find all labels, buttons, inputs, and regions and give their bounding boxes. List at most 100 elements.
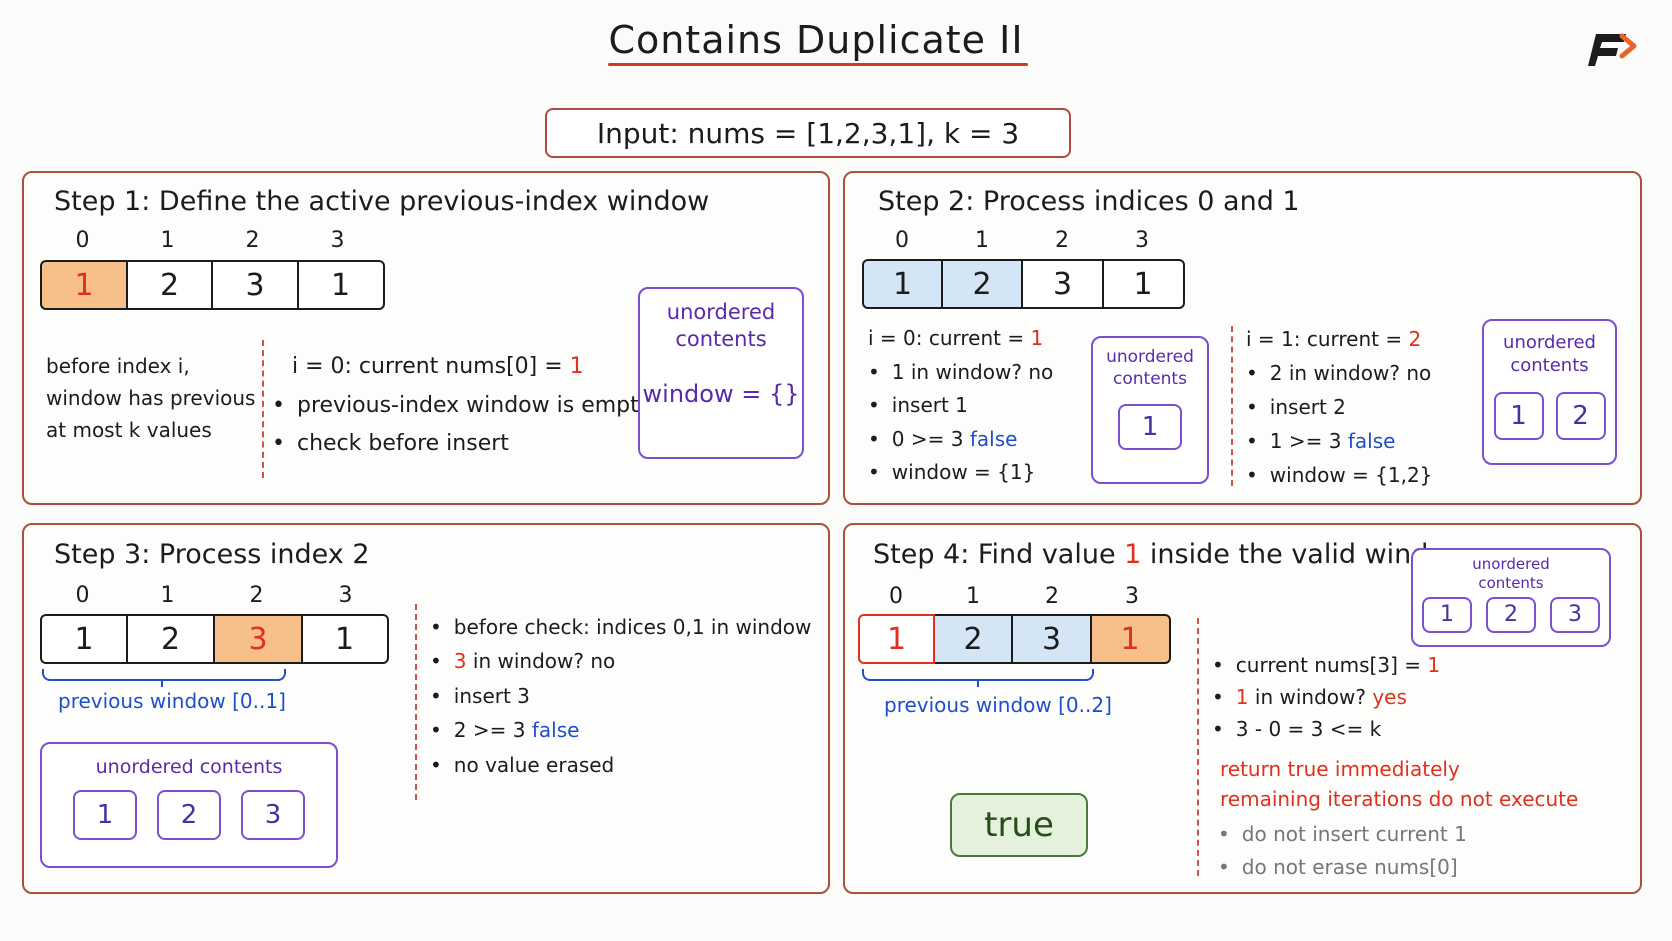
array-cell: 1 (40, 260, 128, 310)
bullet-item: 0 >= 3 false (868, 423, 1053, 457)
brace-label: previous window [0..2] (884, 693, 1112, 717)
divider (1231, 326, 1233, 486)
array-cell: 3 (1011, 614, 1092, 664)
bullet-item: 3 - 0 = 3 <= k (1212, 713, 1440, 745)
bullet-item: before check: indices 0,1 in window (430, 610, 812, 644)
box-label: contents (1478, 573, 1544, 592)
bullet-item: insert 2 (1246, 390, 1432, 424)
bullet-item: 3 in window? no (430, 644, 811, 678)
array-cell: 1 (1089, 614, 1171, 664)
step3-window-box: unordered contents 1 2 3 (40, 742, 338, 868)
head-text: i = 0: current = (868, 326, 1031, 350)
highlight-value: 3 (453, 649, 467, 674)
step3-title: Step 3: Process index 2 (54, 539, 370, 570)
yes-value: yes (1372, 685, 1407, 709)
step4-details: current nums[3] = 1 1 in window? yes 3 -… (1212, 649, 1440, 745)
array-cell: 1 (300, 614, 389, 664)
array-cell: 2 (125, 614, 216, 664)
array-cell: 3 (211, 260, 299, 310)
array-cell: 1 (862, 259, 943, 309)
index-label: 2 (1055, 228, 1069, 253)
bullet-item: do not erase nums[0] (1218, 851, 1467, 884)
bullet-text: in window? no (466, 649, 616, 674)
step1-indices: 0 1 2 3 (40, 228, 390, 253)
window-item: 3 (1550, 596, 1600, 633)
bullet-item: 1 in window? no (868, 356, 1053, 390)
step2-right-details: i = 1: current = 2 2 in window? no inser… (1246, 322, 1432, 492)
bullet-text: current nums[3] = (1235, 653, 1428, 677)
step2-left-details: i = 0: current = 1 1 in window? no inser… (868, 322, 1053, 490)
index-label: 0 (889, 584, 903, 609)
step3-array: 1 2 3 1 (40, 614, 389, 664)
step3-details: before check: indices 0,1 in window 3 in… (430, 610, 812, 782)
window-brace (862, 669, 1094, 681)
step4-indices: 0 1 2 3 (858, 584, 1172, 609)
index-label: 0 (75, 228, 90, 253)
step1-array: 1 2 3 1 (40, 260, 385, 310)
head-value: 1 (1030, 326, 1044, 350)
bullet-item: check before insert (272, 425, 652, 464)
box-label: unordered (666, 300, 776, 324)
bullet-item: no value erased (430, 748, 811, 782)
window-label: window = {} (642, 379, 800, 408)
bullet-item: 1 in window? yes (1212, 681, 1440, 713)
step2-array: 1 2 3 1 (862, 259, 1185, 309)
note-line: before index i, (46, 354, 190, 378)
step1-head: i = 0: current nums[0] = 1 (292, 348, 652, 387)
head-text: i = 0: current nums[0] = (292, 354, 570, 379)
bullet-item: do not insert current 1 (1218, 818, 1467, 851)
highlight-value: 1 (1427, 653, 1441, 677)
step1-window-box: unordered contents window = {} (638, 287, 804, 459)
bullet-text: 0 >= 3 (891, 426, 970, 451)
bullet-item: previous-index window is empty (272, 387, 652, 426)
window-item: 1 (1422, 596, 1472, 633)
step3-indices: 0 1 2 3 (40, 583, 388, 608)
step2-title: Step 2: Process indices 0 and 1 (878, 186, 1300, 217)
bullet-item: 2 >= 3 false (430, 713, 811, 747)
remaining-line: remaining iterations do not execute (1220, 787, 1579, 811)
index-label: 1 (160, 228, 175, 253)
bullet-item: insert 1 (868, 389, 1053, 423)
title-underline (608, 63, 1028, 66)
index-label: 3 (1135, 228, 1149, 253)
brace-tick (977, 681, 979, 687)
step1-note: before index i, window has previous at m… (46, 350, 255, 446)
window-item: 3 (241, 790, 305, 840)
window-item: 2 (1486, 596, 1536, 633)
window-brace (42, 669, 286, 681)
window-item: 1 (1118, 404, 1182, 451)
array-cell: 2 (125, 260, 214, 310)
note-line: window has previous (46, 386, 256, 410)
head-value: 1 (569, 354, 584, 379)
bullet-item: window = {1,2} (1246, 458, 1433, 492)
array-cell: 3 (213, 614, 303, 664)
index-label: 1 (975, 228, 989, 253)
false-value: false (1347, 429, 1396, 453)
window-item: 2 (1555, 391, 1606, 440)
box-label: unordered (1106, 347, 1194, 367)
bullet-text: in window? (1248, 685, 1373, 709)
brace-label: previous window [0..1] (58, 689, 286, 713)
box-label: unordered (1472, 555, 1550, 573)
box-label: unordered (1503, 332, 1596, 353)
index-label: 3 (330, 228, 345, 253)
bullet-text: 1 >= 3 (1269, 429, 1348, 453)
step2-right-head: i = 1: current = 2 (1246, 322, 1432, 356)
array-cell: 3 (1021, 259, 1104, 309)
divider (1197, 618, 1199, 876)
box-label: unordered contents (95, 756, 283, 778)
false-value: false (969, 426, 1018, 451)
highlight-value: 1 (1235, 685, 1249, 709)
box-label: contents (675, 327, 767, 352)
step2-left-window-box: unordered contents 1 (1091, 336, 1209, 484)
window-item: 2 (157, 790, 221, 840)
array-cell: 1 (296, 260, 385, 310)
return-line: return true immediately (1220, 757, 1460, 781)
step1-title: Step 1: Define the active previous-index… (54, 186, 710, 217)
step2-left-head: i = 0: current = 1 (868, 322, 1053, 356)
array-cell: 1 (858, 614, 935, 664)
bullet-item: 1 >= 3 false (1246, 424, 1432, 458)
skipped-steps: do not insert current 1 do not erase num… (1218, 818, 1467, 884)
result-true-box: true (950, 793, 1088, 857)
step4-array: 1 2 3 1 (858, 614, 1171, 664)
